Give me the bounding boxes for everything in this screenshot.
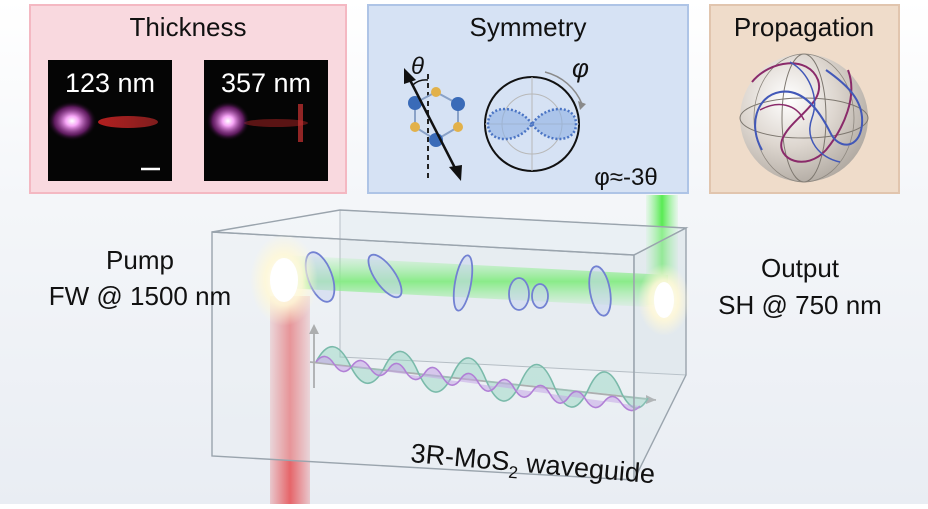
polarization-trajectory <box>754 69 864 151</box>
thickness-image-left: 123 nm <box>47 60 172 181</box>
propagation-title: Propagation <box>734 12 874 42</box>
thickness-title: Thickness <box>129 12 246 42</box>
pump-spot <box>47 101 97 141</box>
phi-label: φ <box>572 53 589 83</box>
mos2-lattice: θ <box>404 53 465 181</box>
output-label: Output <box>761 253 840 283</box>
pump-label: Pump <box>106 245 174 275</box>
poincare-sphere <box>739 53 869 183</box>
sh-streak <box>244 119 308 127</box>
polarization-arrow <box>408 79 457 169</box>
thickness-image-right: 357 nm <box>204 60 328 181</box>
sh-wave <box>315 355 641 412</box>
sh-edge-line <box>298 104 303 142</box>
sh-streak <box>98 116 158 128</box>
symmetry-panel: Symmetry θ φ φ≈-3θ <box>367 4 689 194</box>
propagation-panel: Propagation <box>709 4 900 194</box>
phi-arc <box>544 71 583 105</box>
theta-label: θ <box>411 53 424 80</box>
pump-wavelength-label: FW @ 1500 nm <box>49 281 231 311</box>
pump-spot <box>206 101 250 141</box>
theta-arc <box>411 79 429 87</box>
waveguide-scene: 3R-MoS2 waveguide <box>211 195 690 504</box>
polarization-trajectory <box>751 62 853 163</box>
thickness-image-left-label: 123 nm <box>65 68 155 98</box>
thickness-image-right-label: 357 nm <box>221 68 311 98</box>
pump-beam <box>270 296 310 504</box>
output-wavelength-label: SH @ 750 nm <box>718 290 882 320</box>
symmetry-relation: φ≈-3θ <box>594 164 657 191</box>
polar-plot: φ <box>484 53 589 172</box>
thickness-panel: Thickness 123 nm 357 nm <box>29 4 347 194</box>
sh-polar-lobe <box>486 107 578 141</box>
symmetry-title: Symmetry <box>470 12 587 42</box>
